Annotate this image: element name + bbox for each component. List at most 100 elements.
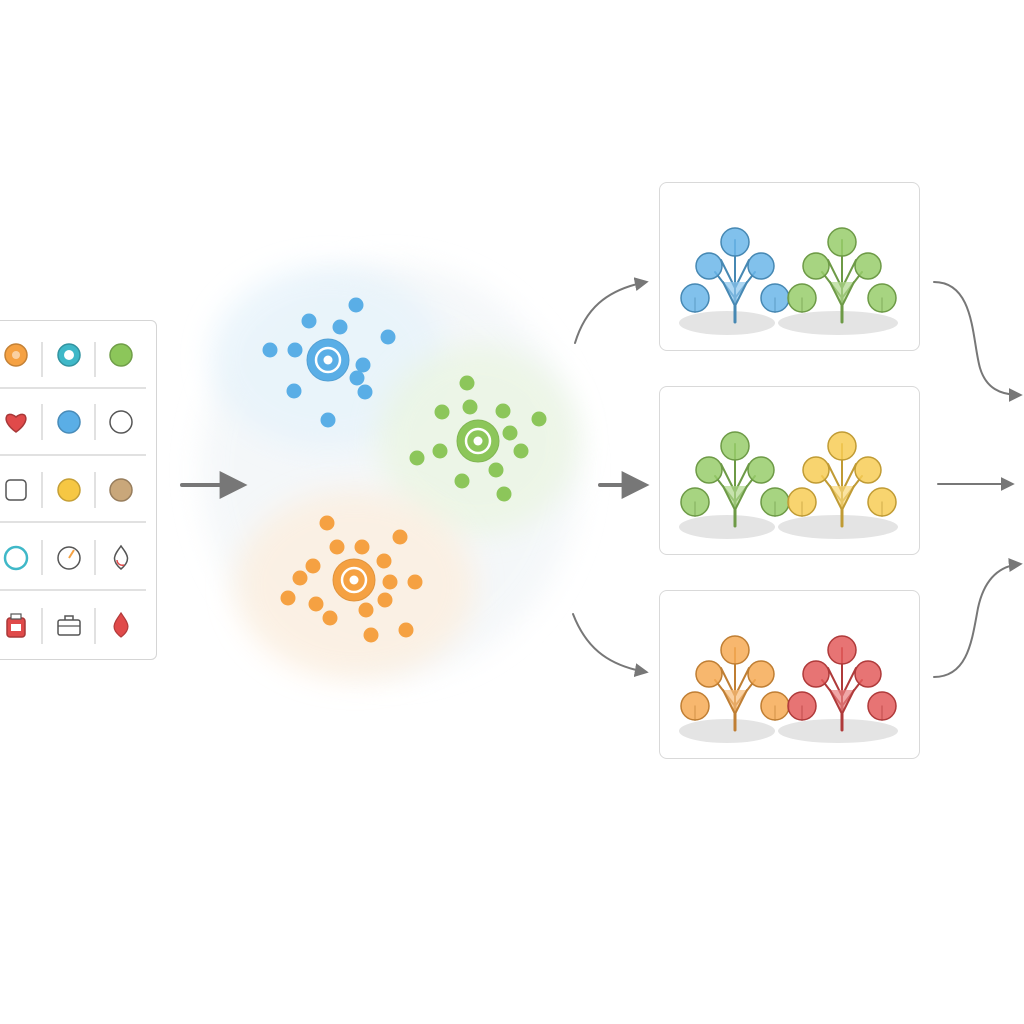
tree-crown <box>867 283 897 313</box>
tree-crown <box>827 227 857 257</box>
red-heart-icon <box>5 413 27 433</box>
cluster-point <box>398 622 414 638</box>
tree-crown <box>854 252 882 280</box>
centroid-core <box>473 436 483 446</box>
tree-crown <box>854 456 882 484</box>
yellow-tree <box>787 431 897 528</box>
timer-icon <box>57 546 81 570</box>
red-tree <box>787 635 897 732</box>
arrow-card-top-out <box>933 281 1023 402</box>
cluster-point <box>496 486 512 502</box>
cluster-point <box>454 473 470 489</box>
tree-crown <box>787 691 817 721</box>
tree-crown <box>680 691 710 721</box>
cluster-point <box>513 443 529 459</box>
cluster-point <box>332 319 348 335</box>
cluster-point <box>308 596 324 612</box>
cluster-point <box>286 383 302 399</box>
teal-ring-icon <box>3 545 29 571</box>
tree-crown <box>854 660 882 688</box>
cluster-point <box>354 539 370 555</box>
tree-crown <box>760 283 790 313</box>
cluster-point <box>322 610 338 626</box>
green-dot-icon <box>109 343 133 367</box>
result-card-orange-red-trees <box>679 635 898 743</box>
tree-crown <box>680 487 710 517</box>
tree-crown <box>747 456 775 484</box>
cluster-point <box>320 412 336 428</box>
grid-dividers <box>0 342 146 644</box>
tree-crown <box>720 227 750 257</box>
tree-crown <box>720 431 750 461</box>
cluster-point <box>280 590 296 606</box>
cluster-point <box>392 529 408 545</box>
tree-crown <box>695 456 723 484</box>
cluster-point <box>358 602 374 618</box>
blue-cluster <box>262 297 396 428</box>
cluster-point <box>376 553 392 569</box>
result-card-green-yellow-trees <box>679 431 898 539</box>
tree-crown <box>747 252 775 280</box>
yellow-dot-icon <box>57 478 81 502</box>
centroid-ring <box>314 346 342 374</box>
green-tree <box>787 227 897 324</box>
blue-tree <box>680 227 790 324</box>
centroid-ring <box>340 566 368 594</box>
blue-dot-icon <box>57 410 81 434</box>
tree-crown <box>720 635 750 665</box>
tree-crown <box>787 283 817 313</box>
centroid-ring <box>464 427 492 455</box>
green-tree <box>680 431 790 528</box>
cluster-point <box>287 342 303 358</box>
tree-crown <box>867 487 897 517</box>
tree-crown <box>827 431 857 461</box>
toolbox-icon <box>57 615 81 636</box>
tree-crown <box>787 487 817 517</box>
orange-cluster <box>280 515 423 643</box>
centroid-core <box>349 575 359 585</box>
tree-shadow <box>778 515 898 539</box>
tree-crown <box>760 691 790 721</box>
cluster-point <box>531 411 547 427</box>
orange-dot-icon <box>4 343 28 367</box>
empty-circle-icon <box>109 410 133 434</box>
result-card-blue-green-trees <box>679 227 898 335</box>
tree-crown <box>827 635 857 665</box>
cluster-point <box>382 574 398 590</box>
cluster-point <box>301 313 317 329</box>
rounded-square-icon <box>5 479 27 501</box>
droplet-outline-icon <box>113 544 129 570</box>
tree-crown <box>695 252 723 280</box>
green-cluster <box>409 375 547 502</box>
red-jar-icon <box>6 613 26 638</box>
cluster-point <box>319 515 335 531</box>
cluster-point <box>434 404 450 420</box>
tree-crown <box>760 487 790 517</box>
cluster-point <box>292 570 308 586</box>
tree-shadow <box>679 719 775 743</box>
tree-shadow <box>679 515 775 539</box>
tree-shadow <box>778 719 898 743</box>
cluster-point <box>363 627 379 643</box>
tree-shadow <box>778 311 898 335</box>
centroid-core <box>323 355 333 365</box>
arrow-card-bottom-out <box>933 558 1023 678</box>
cluster-point <box>349 370 365 386</box>
cluster-point <box>357 384 373 400</box>
tree-shadow <box>679 311 775 335</box>
tree-crown <box>680 283 710 313</box>
cluster-point <box>355 357 371 373</box>
cluster-point <box>407 574 423 590</box>
cluster-point <box>488 462 504 478</box>
cluster-point <box>495 403 511 419</box>
tan-dot-icon <box>109 478 133 502</box>
teal-ring-dot-icon <box>57 343 81 367</box>
tree-crown <box>802 660 830 688</box>
cluster-point <box>377 592 393 608</box>
cluster-point <box>432 443 448 459</box>
red-droplet-icon <box>113 611 129 638</box>
tree-crown <box>867 691 897 721</box>
tree-crown <box>695 660 723 688</box>
